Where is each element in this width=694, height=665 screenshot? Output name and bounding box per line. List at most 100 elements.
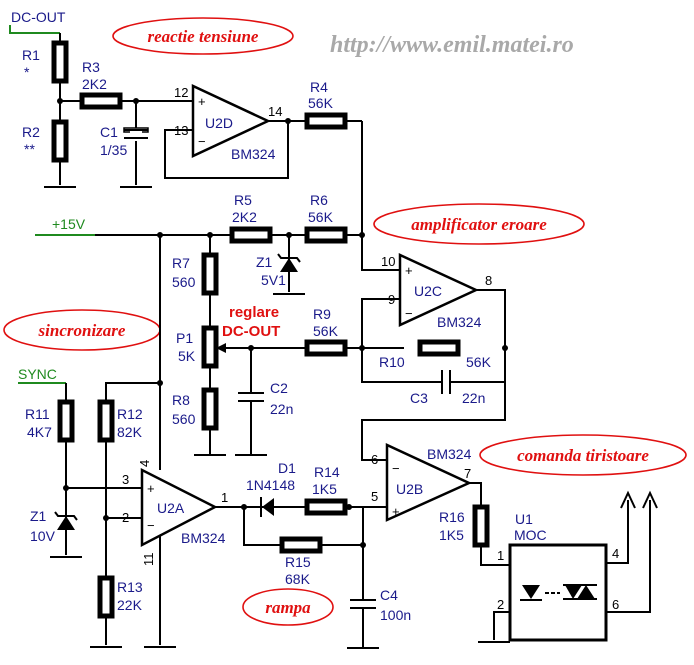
svg-text:comanda tiristoare: comanda tiristoare: [517, 446, 649, 465]
capacitor-c3: [441, 370, 451, 394]
u2a-minus-sign: −: [147, 518, 155, 533]
u2c-part: BM324: [437, 314, 482, 330]
u2b-plus-sign: +: [392, 504, 400, 519]
adjust-label-line2: DC-OUT: [222, 323, 280, 340]
resistor-r6: [304, 226, 348, 244]
value-r9: 56K: [313, 323, 339, 339]
resistor-r7: [201, 252, 219, 296]
value-r5: 2K2: [232, 209, 257, 225]
pin-u2b-plus: 5: [371, 489, 378, 504]
triac-icon: [565, 585, 582, 599]
capacitor-c4: [350, 599, 376, 609]
pin-u1-1: 1: [497, 548, 504, 563]
resistor-r11: [57, 399, 75, 443]
pin-u1-6: 6: [612, 597, 619, 612]
label-r3: R3: [82, 59, 100, 75]
resistor-r2: [51, 119, 69, 163]
label-c3: C3: [410, 390, 428, 406]
value-r2: **: [24, 141, 35, 157]
resistor-r14: [304, 498, 348, 516]
pin-u2d-minus: 13: [174, 123, 188, 138]
label-r12: R12: [117, 406, 143, 422]
u2b-minus-sign: −: [392, 461, 400, 476]
wire-moc-pin6: [606, 500, 651, 613]
pin-u2a-vcc: 4: [137, 460, 152, 467]
label-c4: C4: [380, 587, 398, 603]
value-r11: 4K7: [27, 424, 52, 440]
wire-u2d-feedback: [164, 121, 289, 179]
website-url: http://www.emil.matei.ro: [330, 32, 574, 58]
u2d-plus-sign: +: [198, 94, 206, 109]
u2b-name: U2B: [396, 481, 423, 497]
u2a-part: BM324: [181, 530, 226, 546]
resistor-r3: [79, 92, 123, 110]
arrow-out-2-icon: [642, 490, 658, 509]
zener-z1-10v: [54, 511, 78, 530]
opamp-u2d: [191, 84, 271, 158]
junction-dots: [57, 98, 508, 548]
value-r14: 1K5: [312, 481, 337, 497]
resistor-r15: [279, 536, 323, 554]
value-r15: 68K: [285, 571, 311, 587]
value-c1: 1/35: [100, 142, 127, 158]
wiper-arrow-icon: [216, 343, 226, 353]
opamp-u2a: [140, 467, 218, 548]
value-r16: 1K5: [439, 527, 464, 543]
label-r6: R6: [310, 192, 328, 208]
value-c3: 22n: [462, 390, 485, 406]
sync-label: SYNC: [18, 366, 57, 382]
label-r7: R7: [172, 255, 190, 271]
label-c2: C2: [270, 380, 288, 396]
diode-d1: [260, 497, 274, 517]
pin-u2d-out: 14: [268, 104, 282, 119]
moc-u1-body: [508, 543, 608, 642]
resistor-r1: [51, 40, 69, 84]
value-r6: 56K: [308, 209, 334, 225]
caption-thyristor: comanda tiristoare: [479, 434, 687, 476]
resistor-r8: [201, 387, 219, 431]
value-c4: 100n: [380, 607, 411, 623]
label-r11: R11: [25, 406, 50, 422]
resistor-r12: [97, 399, 115, 443]
label-r16: R16: [439, 509, 465, 525]
pin-u2d-plus: 12: [174, 85, 188, 100]
adjust-label-line1: reglare: [229, 304, 279, 321]
potentiometer-p1: [201, 325, 219, 369]
value-z1-10v: 10V: [30, 528, 56, 544]
dc-out-line: [9, 25, 60, 34]
led-icon: [522, 585, 540, 599]
value-r13: 22K: [117, 597, 143, 613]
svg-text:reactie tensiune: reactie tensiune: [148, 27, 259, 46]
dc-out-label: DC-OUT: [11, 9, 66, 25]
label-u1: U1: [515, 511, 533, 527]
value-r7: 560: [172, 274, 196, 290]
opamp-u2c: [398, 253, 479, 327]
wire-c3: [361, 298, 505, 383]
value-d1: 1N4148: [246, 477, 295, 493]
pin-u2c-plus: 10: [381, 254, 395, 269]
caption-ramp: rampa: [242, 588, 334, 626]
pin-u2b-out: 7: [464, 466, 471, 481]
pin-u2c-minus: 9: [388, 292, 395, 307]
label-r1: R1: [22, 47, 40, 63]
label-d1: D1: [278, 460, 296, 476]
resistor-r9: [304, 339, 348, 357]
u2a-plus-sign: +: [147, 481, 155, 496]
wire-moc-pin2: [493, 611, 510, 640]
resistor-r5: [229, 226, 273, 244]
label-c1: C1: [100, 124, 118, 140]
label-p1: P1: [176, 330, 193, 346]
u2c-plus-sign: +: [405, 263, 413, 278]
caption-feedback: reactie tensiune: [112, 17, 294, 55]
wire-r12-r13: [105, 382, 160, 645]
resistor-r10: [417, 339, 461, 357]
label-r4: R4: [310, 79, 328, 95]
triac-icon-2: [577, 585, 595, 599]
label-r5: R5: [234, 192, 252, 208]
arrow-out-1-icon: [620, 490, 636, 509]
label-z1-10v: Z1: [30, 508, 47, 524]
caption-error-amp: amplificator eroare: [373, 203, 585, 245]
capacitor-c1: [123, 127, 149, 141]
value-c2: 22n: [270, 401, 293, 417]
